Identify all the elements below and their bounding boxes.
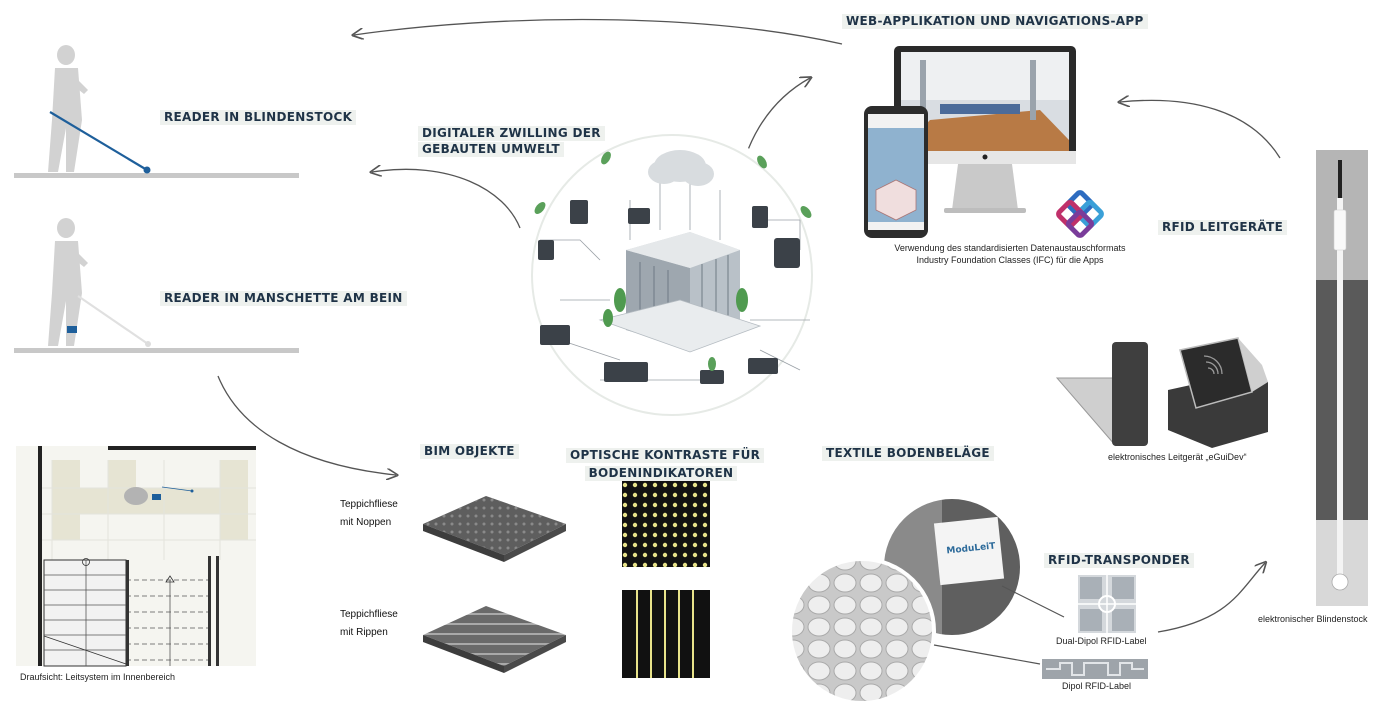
tile-noppen-illustration (423, 496, 566, 562)
heading-rfid-transponder: RFID-TRANSPONDER (1044, 553, 1194, 568)
caption-ifc: Verwendung des standardisierten Datenaus… (880, 242, 1140, 266)
arrow-cane-to-webapp (1120, 100, 1281, 159)
label-tile-noppen-line2: mit Noppen (340, 517, 392, 528)
arrow-twin-to-reader (372, 169, 521, 229)
dipol-rfid-label-illustration (1042, 659, 1148, 679)
contrast-stripes-illustration (622, 590, 710, 678)
ifc-logo (1056, 190, 1104, 238)
heading-web-app: WEB-APPLIKATION UND NAVIGATIONS-APP (842, 14, 1148, 29)
arrow-reader-to-bim (217, 375, 396, 475)
label-tile-noppen-line1: Teppichfliese (340, 499, 398, 510)
heading-reader-blindenstock: READER IN BLINDENSTOCK (160, 110, 357, 125)
label-tile-rippen: Teppichfliese mit Rippen (340, 606, 398, 642)
arrow-webapp-to-reader (354, 18, 843, 45)
label-tile-noppen: Teppichfliese mit Noppen (340, 496, 398, 532)
heading-reader-manschette: READER IN MANSCHETTE AM BEIN (160, 291, 407, 306)
heading-textile: TEXTILE BODENBELÄGE (822, 446, 994, 461)
caption-dual-dipol: Dual-Dipol RFID-Label (1056, 636, 1147, 646)
arrow-transponder-to-cane (1157, 563, 1265, 633)
label-tile-rippen-line1: Teppichfliese (340, 609, 398, 620)
caption-ifc-line1: Verwendung des standardisierten Datenaus… (894, 243, 1126, 253)
eguidev-device-illustration (1055, 337, 1268, 448)
digital-twin-illustration (524, 127, 820, 423)
heading-digitaler-zwilling-line1: DIGITALER ZWILLING DER (418, 126, 605, 141)
label-tile-rippen-line2: mit Rippen (340, 627, 388, 638)
person-with-cane-illustration (14, 45, 299, 178)
heading-optische-line1: OPTISCHE KONTRASTE FÜR (566, 448, 765, 463)
monitor-illustration (894, 46, 1076, 213)
caption-dipol: Dipol RFID-Label (1062, 681, 1132, 691)
heading-digitaler-zwilling-line2: GEBAUTEN UMWELT (418, 142, 564, 157)
floor-plan-illustration (16, 446, 256, 667)
tile-rippen-illustration (423, 606, 566, 673)
heading-rfid-leitgeraete: RFID LEITGERÄTE (1158, 220, 1288, 235)
dual-dipol-rfid-label-illustration (1078, 575, 1136, 633)
textile-sample-loops-photo (788, 557, 936, 705)
caption-blindenstock: elektronischer Blindenstock (1258, 614, 1368, 624)
heading-digitaler-zwilling: DIGITALER ZWILLING DER GEBAUTEN UMWELT (418, 126, 605, 157)
heading-bim-objekte: BIM OBJEKTE (420, 444, 519, 459)
person-with-leg-cuff-illustration (14, 218, 299, 353)
heading-optische-kontraste: OPTISCHE KONTRASTE FÜR BODENINDIKATOREN (566, 446, 765, 482)
caption-ifc-line2: Industry Foundation Classes (IFC) für di… (916, 255, 1104, 265)
heading-optische-line2: BODENINDIKATOREN (584, 466, 738, 481)
electronic-cane-photo (1316, 150, 1368, 606)
caption-eguidev: elektronisches Leitgerät „eGuiDev“ (1108, 452, 1247, 462)
contrast-dots-illustration (622, 479, 710, 567)
smartphone-illustration (864, 106, 928, 238)
caption-draufsicht: Draufsicht: Leitsystem im Innenbereich (20, 672, 176, 682)
